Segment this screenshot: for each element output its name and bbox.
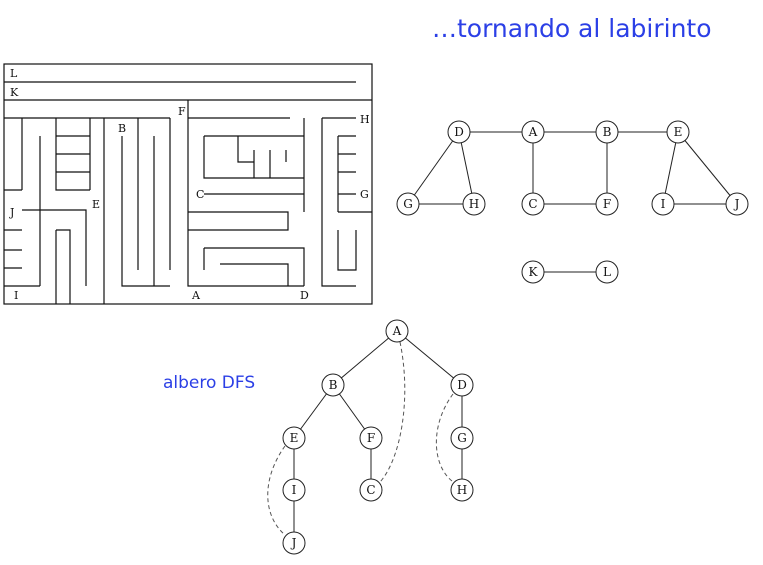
maze-label-e: E [92,198,100,211]
svg-text:H: H [469,197,479,211]
svg-text:D: D [457,378,467,392]
graph-node-j: J [725,192,749,216]
svg-text:H: H [457,483,467,497]
svg-text:J: J [733,197,740,211]
maze-label-h: H [360,113,370,126]
graph-node-b: B [595,120,619,144]
svg-text:C: C [366,483,375,497]
tree-node-c: C [359,478,383,502]
svg-text:I: I [661,197,666,211]
graph-node-d: D [447,120,471,144]
maze-label-g: G [360,188,369,201]
svg-text:G: G [457,431,467,445]
graph-node-e: E [666,120,690,144]
maze-label-d: D [300,289,309,302]
svg-text:E: E [674,125,683,139]
maze-label-c: C [196,188,204,201]
svg-text:G: G [403,197,413,211]
svg-text:L: L [603,265,611,279]
graph-node-a: A [521,120,545,144]
graph-node-f: F [595,192,619,216]
svg-text:F: F [367,431,375,445]
maze-label-i: I [14,289,18,302]
tree-node-h: H [450,478,474,502]
svg-text:D: D [454,125,464,139]
dfs-tree-label: albero DFS [163,373,256,393]
maze-label-f: F [178,105,186,118]
maze: L K F B H C G E J I A D [3,63,373,305]
graph-node-c: C [521,192,545,216]
tree-node-i: I [282,478,306,502]
back-edge-d-h [435,393,454,482]
tree-node-a: A [385,319,409,343]
graph-node-l: L [595,260,619,284]
svg-text:C: C [528,197,537,211]
svg-text:E: E [290,431,299,445]
maze-label-j: J [9,206,14,219]
maze-label-k: K [10,86,19,99]
tree-node-d: D [450,373,474,397]
tree-node-g: G [450,426,474,450]
maze-label-b: B [118,122,126,135]
svg-text:J: J [290,536,297,550]
dfs-tree: A B D E F G I C H J [267,319,474,555]
tree-node-j: J [282,531,306,555]
slide-title: …tornando al labirinto [432,14,712,43]
tree-node-e: E [282,426,306,450]
svg-text:I: I [292,483,297,497]
graph-node-i: I [651,192,675,216]
back-edge-a-c [379,341,406,483]
svg-text:B: B [603,125,612,139]
graph-node-k: K [521,260,545,284]
graph-node-h: H [462,192,486,216]
tree-node-f: F [359,426,383,450]
svg-text:K: K [529,265,539,279]
svg-text:B: B [329,378,338,392]
svg-text:A: A [392,324,402,338]
maze-label-l: L [10,67,18,80]
svg-text:F: F [603,197,611,211]
maze-label-a: A [191,289,201,302]
back-edge-e-j [267,445,286,536]
graph-node-g: G [396,192,420,216]
maze-graph: D A B E G H C F I J K L [396,120,749,284]
tree-node-b: B [321,373,345,397]
svg-text:A: A [528,125,538,139]
